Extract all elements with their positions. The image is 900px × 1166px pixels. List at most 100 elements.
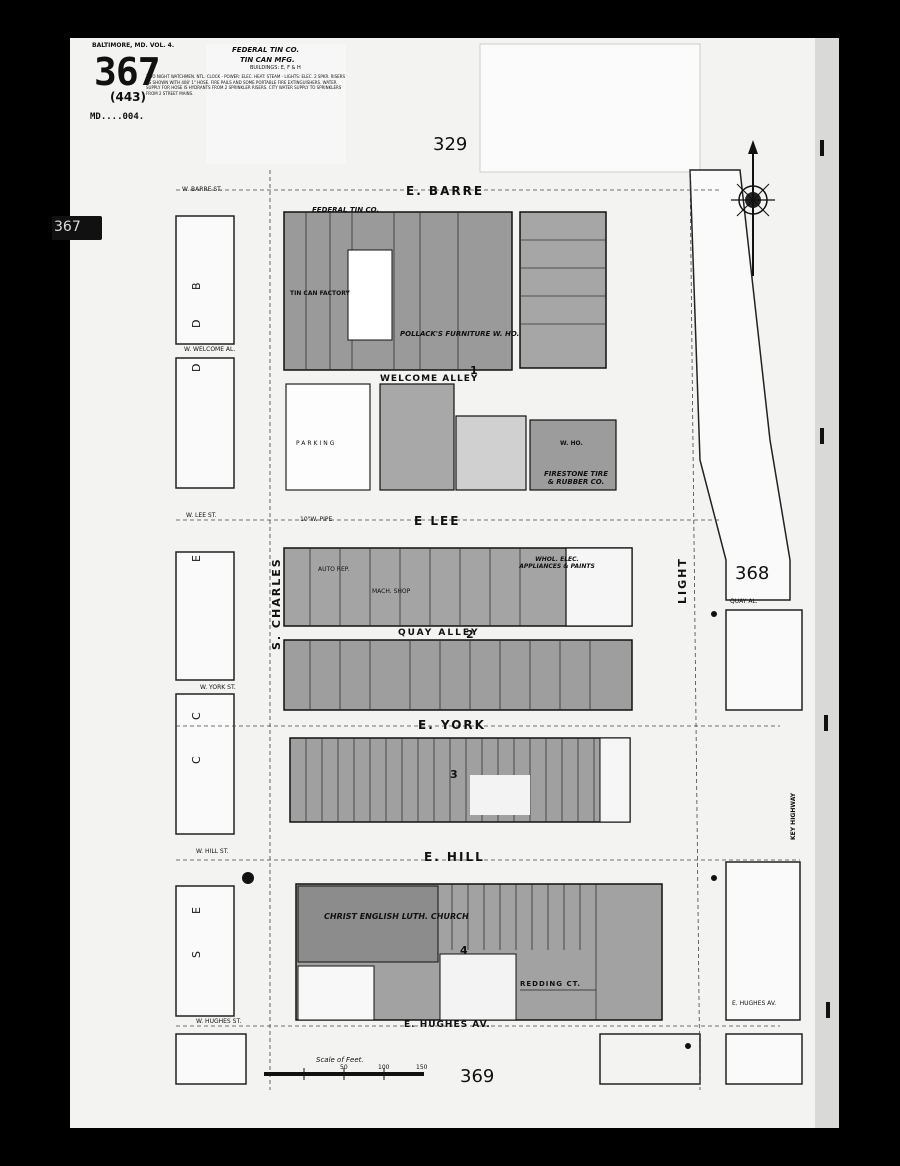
legend-notes: TWO NIGHT WATCHMEN. NTL. CLOCK - POWER: …: [146, 74, 345, 96]
block-number: 3: [450, 768, 458, 781]
parking-lot: [285, 383, 371, 491]
north-arrow: [731, 140, 775, 276]
light-court: [347, 249, 393, 341]
east-parcel: [599, 1033, 701, 1085]
block-number: 4: [460, 944, 468, 957]
pasteover-label: [479, 43, 701, 173]
west-block: [175, 1033, 247, 1085]
street-w-lee: W. LEE ST.: [186, 512, 217, 519]
street-e-barre: E. BARRE: [406, 184, 485, 198]
block-1: [283, 211, 617, 491]
legend-title-2: TIN CAN MFG.: [240, 56, 295, 64]
street-e-lee: E LEE: [414, 514, 461, 528]
street-w-hill: W. HILL ST.: [196, 848, 229, 855]
west-letter: C: [190, 756, 203, 764]
ref-code: MD....004.: [90, 112, 145, 122]
adjoining-sheet-north: 329: [433, 134, 468, 155]
pipe-note: 10"W. PIPE: [300, 516, 333, 523]
legend-title-1: FEDERAL TIN CO.: [232, 46, 300, 54]
block-number: 1: [470, 364, 478, 377]
block-2: [283, 547, 633, 711]
street-w-welcome: W. WELCOME AL.: [184, 346, 236, 353]
east-parcel: [725, 609, 803, 711]
street-key-highway: KEY HIGHWAY: [790, 792, 797, 840]
sheet-number: 367: [94, 50, 161, 94]
west-block: [175, 693, 235, 835]
water-pipes: [176, 169, 800, 1091]
west-letter: E: [190, 555, 203, 562]
barre-east-buildings: [519, 211, 607, 369]
binding-mark: [820, 428, 824, 444]
label-whol-elec: WHOL. ELEC. APPLIANCES & PAINTS: [519, 556, 595, 570]
legend-title-3: BUILDINGS: E, F & H: [250, 65, 301, 71]
bldg: [455, 415, 527, 491]
street-light: LIGHT: [676, 557, 689, 604]
binding-mark: [820, 140, 824, 156]
binding-marks: [820, 140, 830, 1018]
label-christ-church: CHRIST ENGLISH LUTH. CHURCH: [324, 912, 469, 921]
bldg: [379, 383, 455, 491]
label-pollacks: POLLACK'S FURNITURE W. HO.: [400, 330, 520, 338]
old-sheet-number: (443): [110, 90, 147, 104]
binding-mark: [826, 1002, 830, 1018]
west-block: [175, 551, 235, 681]
federal-tin-complex: [283, 211, 513, 371]
label-tin-can-factory: TIN CAN FACTORY: [290, 290, 350, 297]
west-letter: S: [190, 951, 203, 958]
street-e-hill: E. HILL: [424, 850, 485, 864]
east-parcel: [725, 861, 801, 1021]
west-block: [175, 215, 235, 345]
scale-label: Scale of Feet.: [316, 1056, 364, 1064]
legend-panel: [206, 44, 346, 164]
east-parcel: [725, 1033, 803, 1085]
adjoining-sheet-east: 368: [735, 563, 770, 584]
label-firestone: FIRESTONE TIRE & RUBBER CO.: [544, 470, 608, 486]
label-auto-rep: AUTO REP.: [318, 566, 350, 573]
church-building: [297, 885, 439, 963]
corner-lot: [599, 737, 631, 823]
west-block: [175, 885, 235, 1017]
label-whse: W. HO.: [560, 440, 583, 447]
label-mach-shop: MACH. SHOP: [372, 588, 411, 595]
street-w-hughes: W. HUGHES ST.: [196, 1018, 242, 1025]
west-blocks: [175, 215, 247, 1085]
adjoining-sheet-south: 369: [460, 1066, 495, 1087]
street-welcome-alley: WELCOME ALLEY: [380, 374, 479, 384]
side-tab-label: 367: [54, 219, 81, 235]
binding-strip: [815, 38, 839, 1128]
label-federal-tin: FEDERAL TIN CO.: [312, 206, 380, 214]
block-3: [289, 737, 631, 823]
hydrants: [242, 611, 717, 1049]
street-e-hughes: E. HUGHES AV.: [404, 1020, 491, 1030]
scale-tick: 150: [416, 1064, 428, 1071]
east-parcel: [689, 169, 791, 601]
west-letter: B: [190, 282, 203, 290]
open-lot: [439, 953, 517, 1021]
scale-tick: 50: [340, 1064, 348, 1071]
west-letter: E: [190, 907, 203, 914]
west-letter: D: [190, 319, 203, 328]
label-parking: PARKING: [296, 440, 337, 447]
street-e-hughes-side: E. HUGHES AV.: [732, 1000, 777, 1007]
firestone-building: [529, 419, 617, 491]
block-number: 2: [466, 628, 474, 641]
street-quay-alley: QUAY ALLEY: [398, 628, 480, 638]
west-letter: D: [190, 363, 203, 372]
scale-tick: 100: [378, 1064, 390, 1071]
west-block: [175, 357, 235, 489]
street-redding-ct: REDDING CT.: [520, 980, 581, 988]
street-e-york: E. YORK: [418, 718, 486, 732]
block-4: [295, 883, 663, 1021]
bldg: [565, 547, 633, 627]
vacant-patch: [470, 775, 530, 815]
scale-bar: [264, 1068, 424, 1080]
side-tab: 367: [52, 216, 102, 240]
volume-label: BALTIMORE, MD. VOL. 4.: [92, 42, 175, 49]
street-quay-al: QUAY AL.: [730, 598, 758, 605]
york-frontage: [283, 639, 633, 711]
street-w-york: W. YORK ST.: [200, 684, 236, 691]
rowhouse-block: [289, 737, 631, 823]
west-letter: C: [190, 712, 203, 720]
street-w-barre: W. BARRE ST.: [182, 186, 222, 193]
